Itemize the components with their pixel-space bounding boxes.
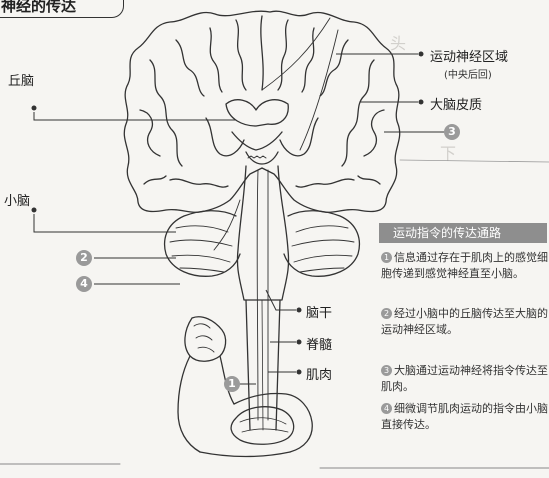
step-number: 2 [381, 308, 392, 319]
cerebellum-left [163, 210, 241, 277]
label-cerebellum: 小脑 [4, 194, 31, 209]
label-thalamus: 丘脑 [8, 74, 35, 89]
arm-outline [184, 316, 227, 362]
marker-4: 4 [76, 276, 92, 292]
marker-1: 1 [224, 376, 240, 392]
step-text: 信息通过存在于肌肉上的感觉细胞传递到感觉神经直至小脑。 [381, 251, 548, 280]
bleed-text: 下 [440, 144, 457, 163]
bleed-text: 头 [390, 34, 407, 53]
figure-title-tab: 神经的传达 [0, 0, 124, 18]
marker-2: 2 [76, 250, 92, 266]
step-text: 细微调节肌肉运动的指令由小脑直接传达。 [381, 402, 548, 431]
muscle-shape [230, 406, 295, 445]
label-brainstem: 脑干 [306, 306, 333, 321]
step-text: 大脑通过运动神经将指令传达至肌肉。 [381, 364, 548, 393]
panel-heading: 运动指令的传达通路 [379, 223, 547, 243]
marker-3: 3 [444, 124, 460, 140]
cerebellum-right [283, 210, 361, 277]
step-number: 3 [381, 365, 392, 376]
figure-title: 神经的传达 [1, 0, 77, 15]
step-number: 4 [381, 403, 392, 414]
label-motor-area: 运动神经区域 [430, 50, 509, 65]
step-number: 1 [381, 252, 392, 263]
cerebrum-outline [123, 10, 401, 214]
label-muscle: 肌肉 [306, 368, 333, 383]
label-cortex: 大脑皮质 [430, 98, 483, 113]
step-text: 经过小脑中的丘脑传达至大脑的运动神经区域。 [381, 307, 548, 336]
label-spinal-cord: 脊髓 [306, 338, 333, 353]
label-motor-area-sub: (中央后回) [444, 70, 492, 81]
brainstem [236, 165, 290, 301]
